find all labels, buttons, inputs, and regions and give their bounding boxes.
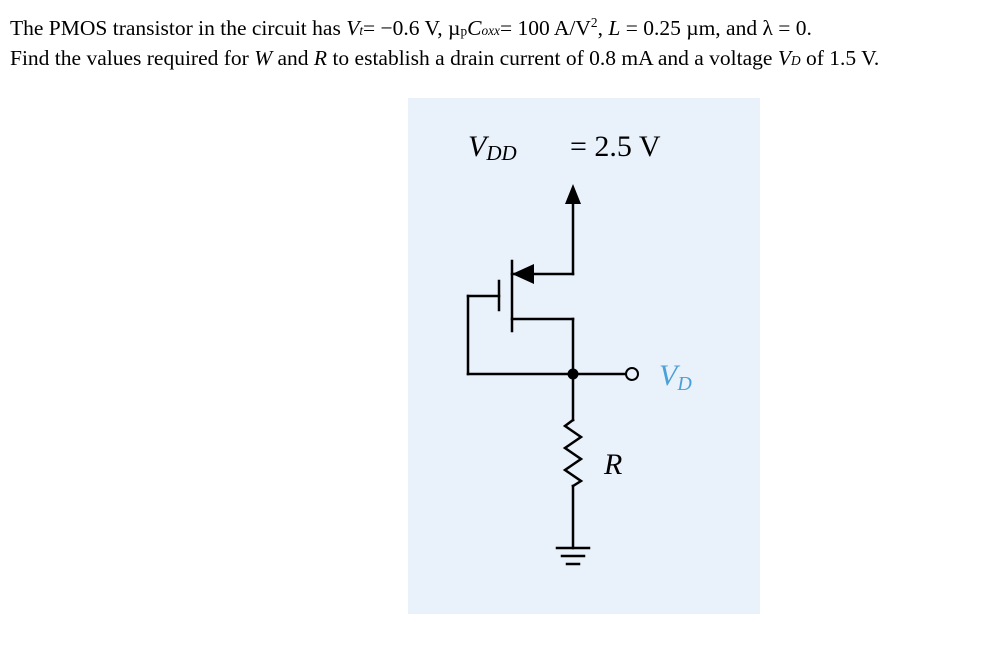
vd-subscript: D: [790, 52, 801, 68]
vdd-label-symbol: VDD: [468, 130, 517, 165]
text-segment: and: [272, 45, 314, 70]
vd-label: VD: [659, 359, 692, 395]
vdd-value-label: = 2.5 V: [570, 130, 661, 163]
mu-symbol: µ: [448, 15, 461, 40]
resistor-zigzag: [562, 418, 584, 488]
problem-line-1: The PMOS transistor in the circuit has V…: [10, 10, 1000, 45]
vt-subscript: t: [359, 22, 364, 38]
text-segment: to establish a drain current of 0.8 mA a…: [327, 45, 778, 70]
text-segment: = 100 A/V: [499, 15, 591, 40]
text-segment: ,: [597, 15, 609, 40]
unit-superscript: 2: [590, 15, 598, 30]
problem-line-2: Find the values required for W and R to …: [10, 45, 1000, 74]
text-segment: The PMOS transistor in the circuit has: [10, 15, 347, 40]
output-terminal: [625, 367, 639, 381]
text-segment: = −0.6 V,: [363, 15, 449, 40]
l-symbol: L: [608, 15, 621, 40]
circuit-figure: VDD = 2.5 V: [408, 98, 760, 614]
r-symbol: R: [313, 45, 328, 70]
pmos-source-arrow-icon: [512, 264, 534, 284]
vdd-arrow-icon: [565, 184, 581, 204]
circuit-diagram: VDD = 2.5 V: [466, 130, 692, 566]
problem-statement: The PMOS transistor in the circuit has V…: [10, 10, 1000, 74]
resistor-label: R: [603, 448, 622, 481]
cox-symbol: C: [467, 15, 482, 40]
output-node-dot: [567, 368, 579, 380]
cox-subscript: oxx: [481, 22, 500, 38]
text-segment: Find the values required for: [10, 45, 255, 70]
vt-symbol: V: [346, 15, 360, 40]
vd-symbol: V: [777, 45, 791, 70]
w-symbol: W: [254, 45, 273, 70]
mu-subscript: p: [460, 23, 468, 39]
text-segment: = 0.25 µm, and λ = 0.: [620, 15, 812, 40]
text-segment: of 1.5 V.: [800, 45, 880, 70]
